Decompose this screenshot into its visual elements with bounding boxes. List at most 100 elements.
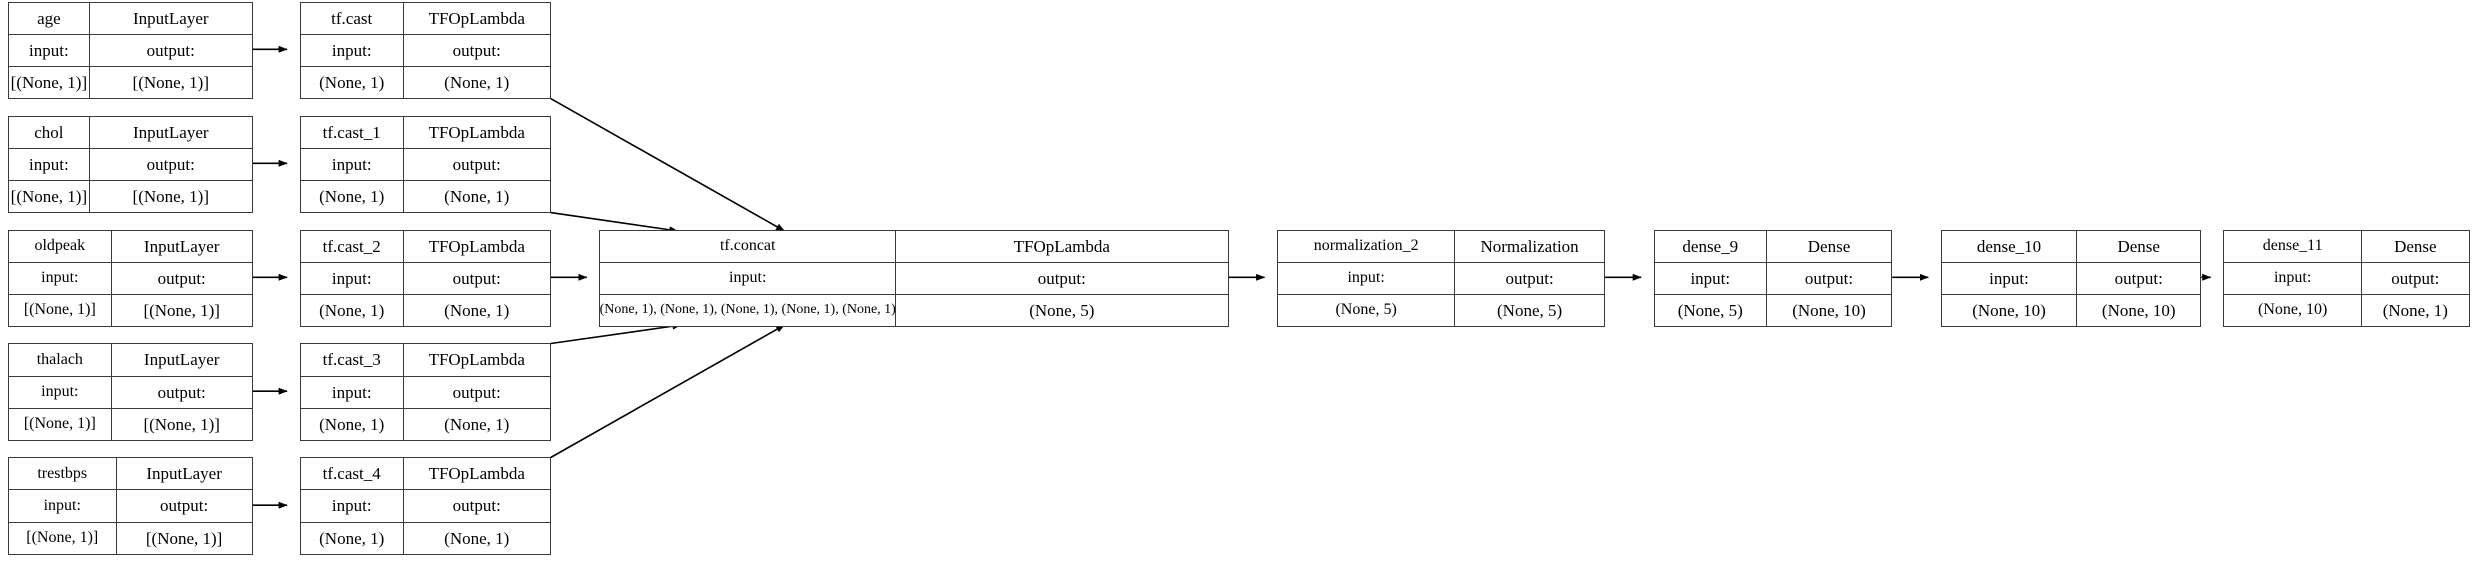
- node-input-label: input:: [41, 383, 79, 400]
- node-output-label: output:: [402, 148, 550, 180]
- node-input-label: input:: [2273, 269, 2312, 287]
- node-layer-name: chol: [34, 122, 64, 142]
- node-input-shape: (None, 10): [1972, 300, 2046, 320]
- node-input-label: input:: [729, 269, 767, 287]
- node-input-label: input:: [331, 382, 372, 402]
- node-input-label: input:: [29, 40, 69, 60]
- node-input-label: input:: [1989, 268, 2029, 288]
- node-input-shape: [(None, 1)]: [10, 72, 88, 92]
- node-layer-name: tf.cast_4: [322, 464, 381, 484]
- node-output-label: output:: [88, 148, 252, 180]
- node-input-shape: (None, 5): [1677, 300, 1743, 320]
- edge-tf_cast-to-tf_concat: [550, 97, 785, 232]
- node-layer-type: InputLayer: [110, 230, 252, 262]
- node-input-shape: [(None, 1)]: [23, 415, 96, 433]
- node-output-shape: (None, 5): [895, 294, 1227, 326]
- graph-node-normalization_2[interactable]: normalization_2 Normalization input: output…: [1277, 229, 1606, 327]
- node-layer-type: TFOpLambda: [402, 458, 550, 490]
- node-output-label: output:: [402, 34, 550, 66]
- node-input-shape: [(None, 1), (None, 1), (None, 1), (None,…: [600, 302, 896, 318]
- node-output-shape: [(None, 1)]: [115, 522, 252, 554]
- node-output-label: output:: [110, 376, 252, 408]
- node-input-label: input:: [1690, 268, 1731, 288]
- node-input-shape: (None, 10): [2258, 301, 2328, 319]
- node-layer-type: TFOpLambda: [402, 116, 550, 148]
- node-output-label: output:: [115, 490, 252, 522]
- node-output-shape: (None, 1): [402, 522, 550, 554]
- node-output-shape: [(None, 1)]: [88, 180, 252, 212]
- node-output-shape: (None, 1): [402, 66, 550, 98]
- node-input-label: input:: [331, 268, 372, 288]
- edge-tf_cast_1-to-tf_concat: [550, 211, 679, 234]
- node-layer-name: trestbps: [37, 464, 88, 482]
- node-output-shape: (None, 1): [402, 180, 550, 212]
- node-layer-type: InputLayer: [88, 116, 252, 148]
- node-layer-type: TFOpLambda: [402, 2, 550, 34]
- node-layer-name: tf.cast: [331, 8, 373, 28]
- node-output-label: output:: [2076, 262, 2200, 294]
- node-output-shape: (None, 10): [1765, 294, 1891, 326]
- node-output-shape: (None, 1): [402, 294, 550, 326]
- graph-node-chol[interactable]: chol InputLayer input: output:[(None, 1)][(…: [7, 115, 253, 213]
- node-input-label: input:: [1347, 269, 1385, 287]
- node-output-label: output:: [2361, 262, 2469, 294]
- node-layer-type: Normalization: [1454, 230, 1604, 262]
- node-output-label: output:: [110, 262, 252, 294]
- node-output-label: output:: [402, 376, 550, 408]
- node-input-shape: (None, 1): [319, 528, 385, 548]
- node-layer-name: tf.concat: [719, 237, 776, 254]
- node-output-shape: [(None, 1)]: [110, 294, 252, 326]
- node-layer-type: Dense: [2361, 230, 2469, 262]
- node-layer-type: InputLayer: [115, 458, 252, 490]
- node-layer-name: thalach: [36, 350, 83, 368]
- node-output-label: output:: [1454, 262, 1604, 294]
- node-layer-name: normalization_2: [1313, 237, 1419, 254]
- node-layer-name: tf.cast_2: [322, 236, 381, 256]
- node-layer-name: dense_9: [1682, 236, 1739, 256]
- node-layer-type: Dense: [2076, 230, 2200, 262]
- node-input-shape: (None, 1): [319, 300, 385, 320]
- node-input-label: input:: [43, 496, 81, 514]
- node-output-shape: (None, 1): [402, 408, 550, 440]
- edge-tf_cast_3-to-tf_concat: [550, 322, 682, 345]
- node-input-shape: (None, 5): [1335, 301, 1397, 319]
- node-layer-name: oldpeak: [34, 237, 86, 254]
- node-output-shape: (None, 5): [1454, 294, 1604, 326]
- node-output-shape: [(None, 1)]: [88, 66, 252, 98]
- node-input-label: input:: [331, 154, 372, 174]
- node-layer-type: TFOpLambda: [402, 344, 550, 376]
- node-input-label: input:: [331, 40, 372, 60]
- node-output-label: output:: [88, 34, 252, 66]
- edge-tf_cast_4-to-tf_concat: [550, 324, 785, 459]
- node-layer-name: tf.cast_1: [322, 122, 381, 142]
- node-input-label: input:: [41, 269, 79, 287]
- node-layer-name: dense_11: [2262, 237, 2323, 254]
- node-input-shape: [(None, 1)]: [23, 301, 96, 319]
- node-layer-type: TFOpLambda: [895, 230, 1227, 262]
- node-layer-type: InputLayer: [110, 344, 252, 376]
- node-output-shape: (None, 10): [2076, 294, 2200, 326]
- node-input-label: input:: [29, 154, 69, 174]
- node-layer-name: age: [37, 8, 61, 28]
- node-output-label: output:: [402, 490, 550, 522]
- node-input-label: input:: [331, 496, 372, 516]
- node-input-shape: [(None, 1)]: [10, 186, 88, 206]
- node-output-shape: [(None, 1)]: [110, 408, 252, 440]
- node-input-shape: (None, 1): [319, 414, 385, 434]
- node-layer-name: tf.cast_3: [322, 350, 381, 370]
- graph-node-tf_cast_1[interactable]: tf.cast_1 TFOpLambda input: output:(None, 1…: [299, 115, 551, 213]
- node-input-shape: [(None, 1)]: [26, 529, 99, 546]
